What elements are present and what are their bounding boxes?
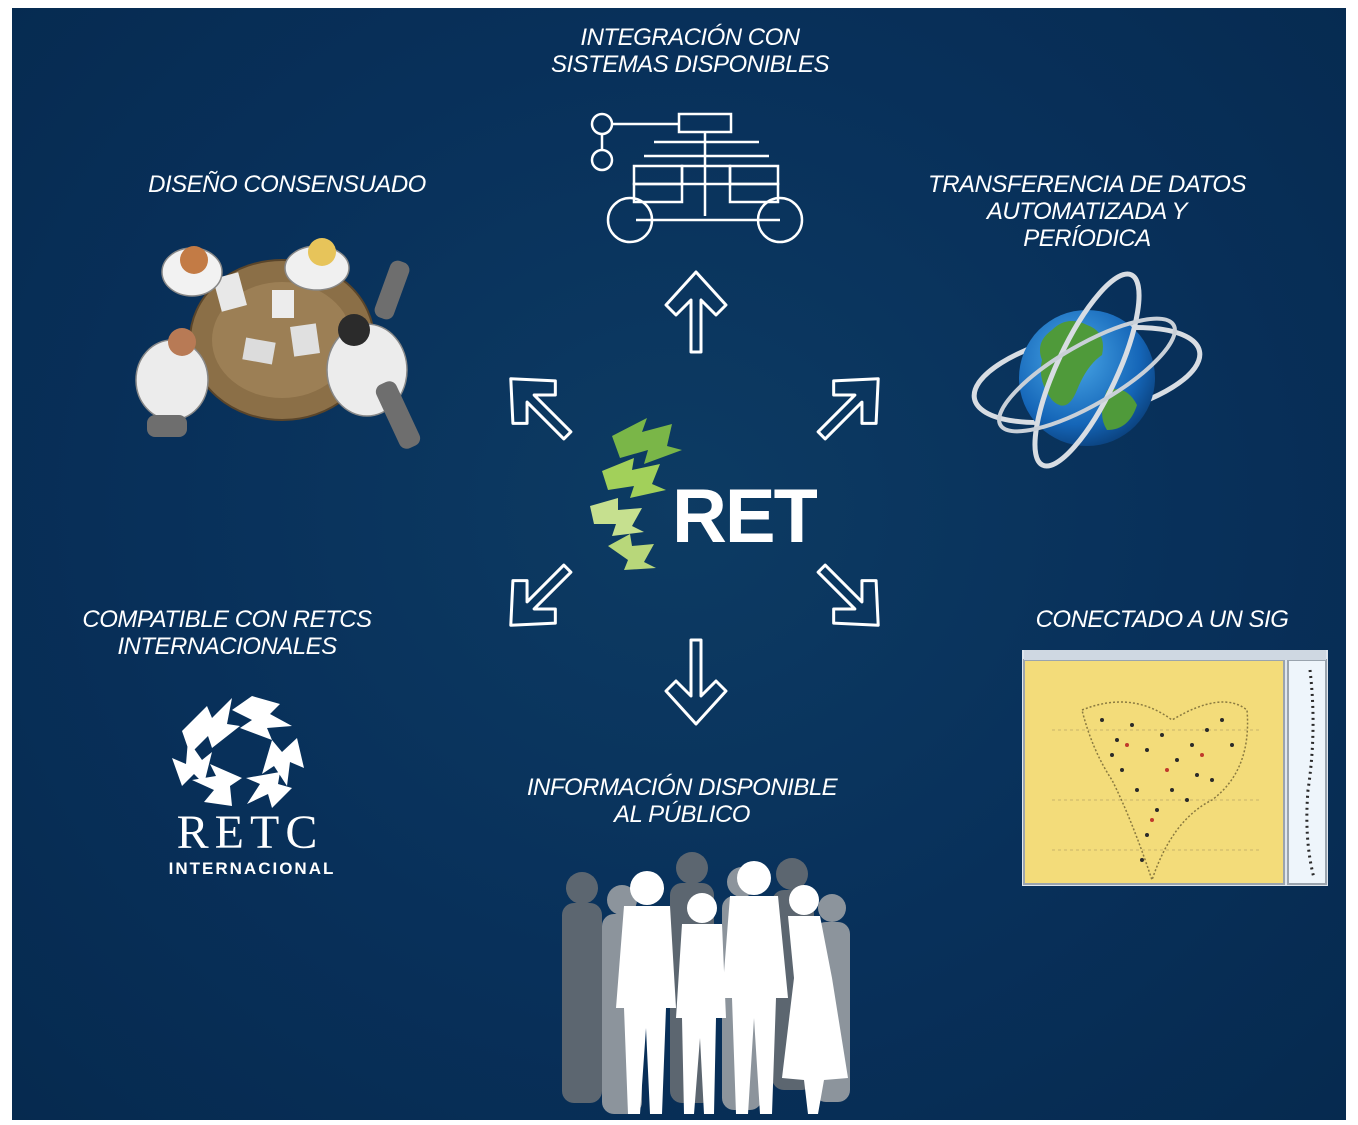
arrow-down-right — [816, 563, 880, 627]
gis-map-icon — [1022, 650, 1328, 886]
arrow-down — [664, 638, 728, 726]
retc-internacional-title: RETC — [177, 806, 324, 859]
meeting-table-icon — [135, 238, 421, 449]
retc-internacional-logo: RETC INTERNACIONAL — [169, 696, 336, 878]
center-retc-text: RETC — [672, 474, 817, 559]
retc-internacional-subtitle: INTERNACIONAL — [169, 859, 336, 878]
arrow-up-left — [509, 377, 573, 441]
crowd-silhouette-icon — [562, 852, 850, 1114]
label-top-left: DISEÑO CONSENSUADO — [148, 171, 426, 198]
label-bottom-right: CONECTADO A UN SIG — [1035, 606, 1289, 633]
center-retc-logo: RETC — [590, 418, 817, 570]
arrow-down-left — [509, 563, 573, 627]
arrow-up-right — [816, 377, 880, 441]
flowchart-icon — [590, 112, 804, 244]
arrow-up — [664, 270, 728, 354]
orbiting-globe-icon — [971, 271, 1203, 469]
arrows-layer — [509, 270, 880, 726]
